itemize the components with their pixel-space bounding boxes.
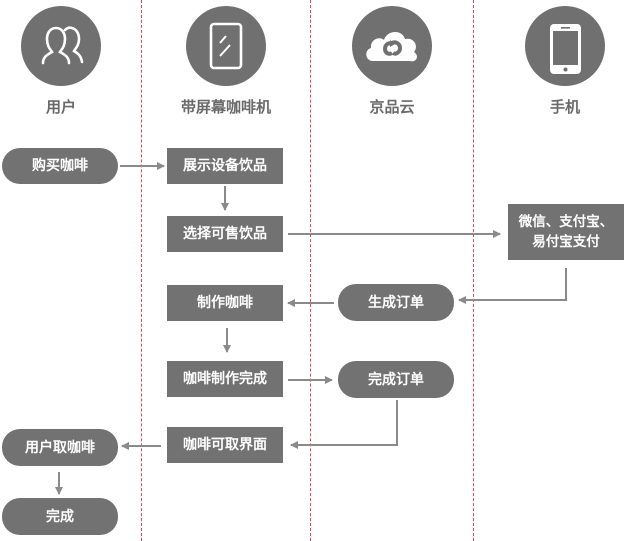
node-label: 制作咖啡 — [197, 295, 253, 311]
cloud-sync-icon — [366, 31, 417, 62]
tablet-screen-icon — [209, 22, 243, 70]
node-make-coffee: 制作咖啡 — [167, 285, 283, 321]
node-label: 咖啡制作完成 — [183, 371, 267, 387]
lane-divider — [141, 0, 142, 541]
node-label: 微信、支付宝、 易付宝支付 — [518, 214, 614, 250]
lane-title-coffee-machine: 带屏幕咖啡机 — [180, 98, 271, 116]
node-label: 用户取咖啡 — [25, 439, 95, 456]
lane-icon-user — [21, 6, 101, 86]
node-label: 生成订单 — [368, 294, 424, 311]
node-pickup-screen: 咖啡可取界面 — [167, 427, 283, 463]
node-finish: 完成 — [2, 498, 118, 535]
node-payment: 微信、支付宝、 易付宝支付 — [508, 204, 624, 260]
node-label: 选择可售饮品 — [183, 226, 267, 242]
node-user-pickup: 用户取咖啡 — [2, 429, 118, 466]
users-icon — [41, 26, 84, 65]
lane-icon-phone — [525, 6, 605, 86]
lane-title-cloud: 京品云 — [369, 98, 415, 116]
node-select-drink: 选择可售饮品 — [167, 216, 283, 252]
lane-title-phone: 手机 — [549, 98, 580, 116]
lane-icon-cloud — [352, 6, 432, 86]
smartphone-icon — [550, 24, 581, 74]
node-coffee-done: 咖啡制作完成 — [167, 361, 283, 397]
node-label: 完成 — [46, 508, 74, 525]
node-complete-order: 完成订单 — [338, 361, 454, 398]
node-label: 展示设备饮品 — [183, 158, 267, 174]
arrow-complete-to-pickup-screen — [290, 400, 398, 449]
lane-icon-coffee-machine — [186, 6, 266, 86]
node-label: 完成订单 — [368, 371, 424, 388]
lane-divider — [473, 0, 474, 541]
node-show-drinks: 展示设备饮品 — [167, 148, 283, 184]
node-label: 购买咖啡 — [32, 158, 88, 174]
node-label: 咖啡可取界面 — [183, 437, 267, 453]
arrow-payment-to-order — [458, 268, 567, 304]
node-generate-order: 生成订单 — [338, 284, 454, 321]
node-buy-coffee: 购买咖啡 — [2, 148, 118, 184]
lane-title-user: 用户 — [45, 98, 76, 116]
lane-divider — [310, 0, 311, 541]
